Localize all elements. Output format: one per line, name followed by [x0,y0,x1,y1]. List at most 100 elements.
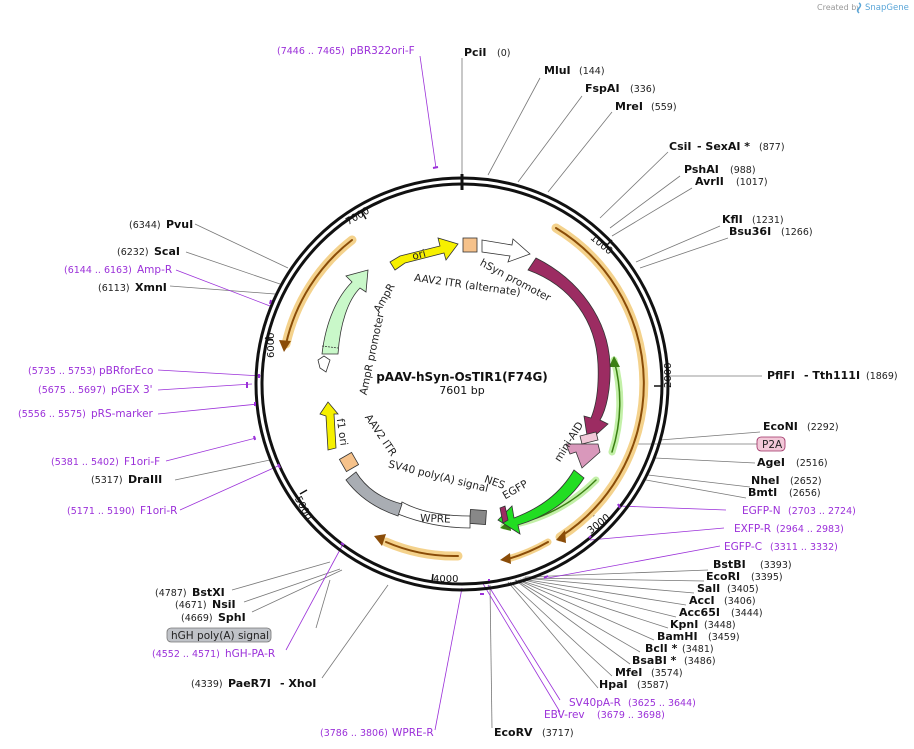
created-by-label: Created by [817,3,861,12]
svg-text:(2652): (2652) [790,476,822,487]
site-scai: (6232) ScaI [117,245,180,258]
site-agei: AgeI (2516) [757,456,828,469]
site-bmti: BmtI (2656) [748,486,821,499]
feature-arrows [317,237,611,535]
primer-pgex3: (5675 .. 5697) pGEX 3' [38,384,153,396]
svg-text:BmtI: BmtI [748,486,777,499]
site-mfei: MfeI (3574) [615,666,683,679]
primer-egfp-n: EGFP-N (2703 .. 2724) [742,505,856,517]
svg-text:PaeR7I: PaeR7I [228,677,271,690]
hgh-label: hGH poly(A) signal [171,630,269,642]
svg-text:MfeI: MfeI [615,666,642,679]
svg-text:EcoRV: EcoRV [494,726,533,739]
svg-text:(5556 .. 5575): (5556 .. 5575) [18,409,86,420]
svg-text:(0): (0) [497,48,510,59]
svg-text:PciI: PciI [464,46,486,59]
svg-text:XmnI: XmnI [135,281,167,294]
svg-text:PshAI: PshAI [684,163,719,176]
svg-text:EGFP-C: EGFP-C [724,541,762,553]
primer-exfp-r: EXFP-R (2964 .. 2983) [734,523,844,535]
svg-text:AccI: AccI [689,594,715,607]
svg-text:(6344): (6344) [129,220,161,231]
orf-arcs [281,223,649,563]
primer-hgh-pa-r: (4552 .. 4571) hGH-PA-R [152,648,275,660]
p2a-badge [756,436,786,452]
svg-text:EXFP-R: EXFP-R [734,523,771,535]
svg-text:(2703 .. 2724): (2703 .. 2724) [788,506,856,517]
svg-text:(3459): (3459) [708,632,740,643]
tick-label-5000: 5000 [292,495,314,523]
svg-text:(3311 .. 3332): (3311 .. 3332) [770,542,838,553]
site-xmni: (6113) XmnI [98,281,167,294]
site-kfli: KflI (1231) [722,213,784,226]
site-pflfi: PflFI - Tth111I (1869) [767,369,898,382]
orf-arrowheads [279,340,620,564]
svg-text:EGFP-N: EGFP-N [742,505,781,517]
site-hpai: HpaI (3587) [599,678,669,691]
svg-text:(6144 .. 6163): (6144 .. 6163) [64,265,132,276]
svg-text:(2964 .. 2983): (2964 .. 2983) [776,524,844,535]
primer-pbrforeco: (5735 .. 5753) pBRforEco [28,365,153,377]
site-draiii: (5317) DraIII [91,473,162,486]
site-bstbi: BstBI (3393) [713,558,792,571]
svg-text:KpnI: KpnI [670,618,698,631]
site-mlui: MluI (144) [544,64,605,77]
svg-text:(1266): (1266) [781,227,813,238]
svg-text:NsiI: NsiI [212,598,236,611]
primer-egfp-c: EGFP-C (3311 .. 3332) [724,541,838,553]
svg-text:NheI: NheI [751,474,780,487]
site-sphi: (4669) SphI [181,611,246,624]
svg-text:AvrII: AvrII [695,175,724,188]
svg-text:Acc65I: Acc65I [679,606,720,619]
svg-text:CsiI: CsiI [669,140,691,153]
svg-text:(5317): (5317) [91,475,123,486]
svg-text:BstXI: BstXI [192,586,225,599]
feature-label-ori: ori [411,248,427,263]
site-pshai: PshAI (988) [684,163,756,176]
site-bamhi: BamHI (3459) [657,630,740,643]
p2a-label: P2A [762,439,783,451]
svg-text:pRS-marker: pRS-marker [91,408,154,420]
svg-text:AgeI: AgeI [757,456,785,469]
svg-text:(3481): (3481) [682,644,714,655]
svg-text:(2516): (2516) [796,458,828,469]
primer-f1ori-f: (5381 .. 5402) F1ori-F [51,456,160,468]
site-nsii: (4671) NsiI [175,598,236,611]
svg-text:DraIII: DraIII [128,473,162,486]
site-mrei: MreI (559) [615,100,677,113]
svg-text:BamHI: BamHI [657,630,698,643]
svg-text:(7446 .. 7465): (7446 .. 7465) [277,46,345,57]
feature-label-wpre: WPRE [420,513,451,526]
svg-text:(5381 .. 5402): (5381 .. 5402) [51,457,119,468]
primer-sv40pa-r: SV40pA-R (3625 .. 3644) [569,697,696,709]
svg-text:(3448): (3448) [704,620,736,631]
svg-text:SV40pA-R: SV40pA-R [569,697,621,709]
site-acci: AccI (3406) [689,594,756,607]
svg-text:F1ori-F: F1ori-F [124,456,160,468]
feature-label-sv40: SV40 poly(A) signal [387,458,489,494]
svg-text:(3679 .. 3698): (3679 .. 3698) [597,710,665,721]
svg-text:(4671): (4671) [175,600,207,611]
snapgene-logo-icon [856,2,862,14]
site-nhei: NheI (2652) [751,474,822,487]
leader-lines [157,55,762,731]
svg-text:ScaI: ScaI [154,245,180,258]
primer-f1ori-r: (5171 .. 5190) F1ori-R [67,505,177,517]
svg-text:(2292): (2292) [807,422,839,433]
svg-text:HpaI: HpaI [599,678,628,691]
tick-label-4000: 4000 [433,574,458,585]
svg-text:(2656): (2656) [789,488,821,499]
primer-prs-marker: (5556 .. 5575) pRS-marker [18,408,154,420]
tick-label-7000: 7000 [344,206,372,228]
site-ecori: EcoRI (3395) [706,570,783,583]
svg-text:(3625 .. 3644): (3625 .. 3644) [628,698,696,709]
site-paer7i: (4339) PaeR7I - XhoI [191,677,316,690]
svg-text:BsaBI *: BsaBI * [632,654,677,667]
svg-text:BclI *: BclI * [645,642,678,655]
svg-text:(1869): (1869) [866,371,898,382]
tick-label-2000: 2000 [663,363,674,388]
svg-text:SphI: SphI [218,611,246,624]
svg-text:(3444): (3444) [731,608,763,619]
hgh-badge [166,627,272,643]
svg-text:(6113): (6113) [98,283,130,294]
